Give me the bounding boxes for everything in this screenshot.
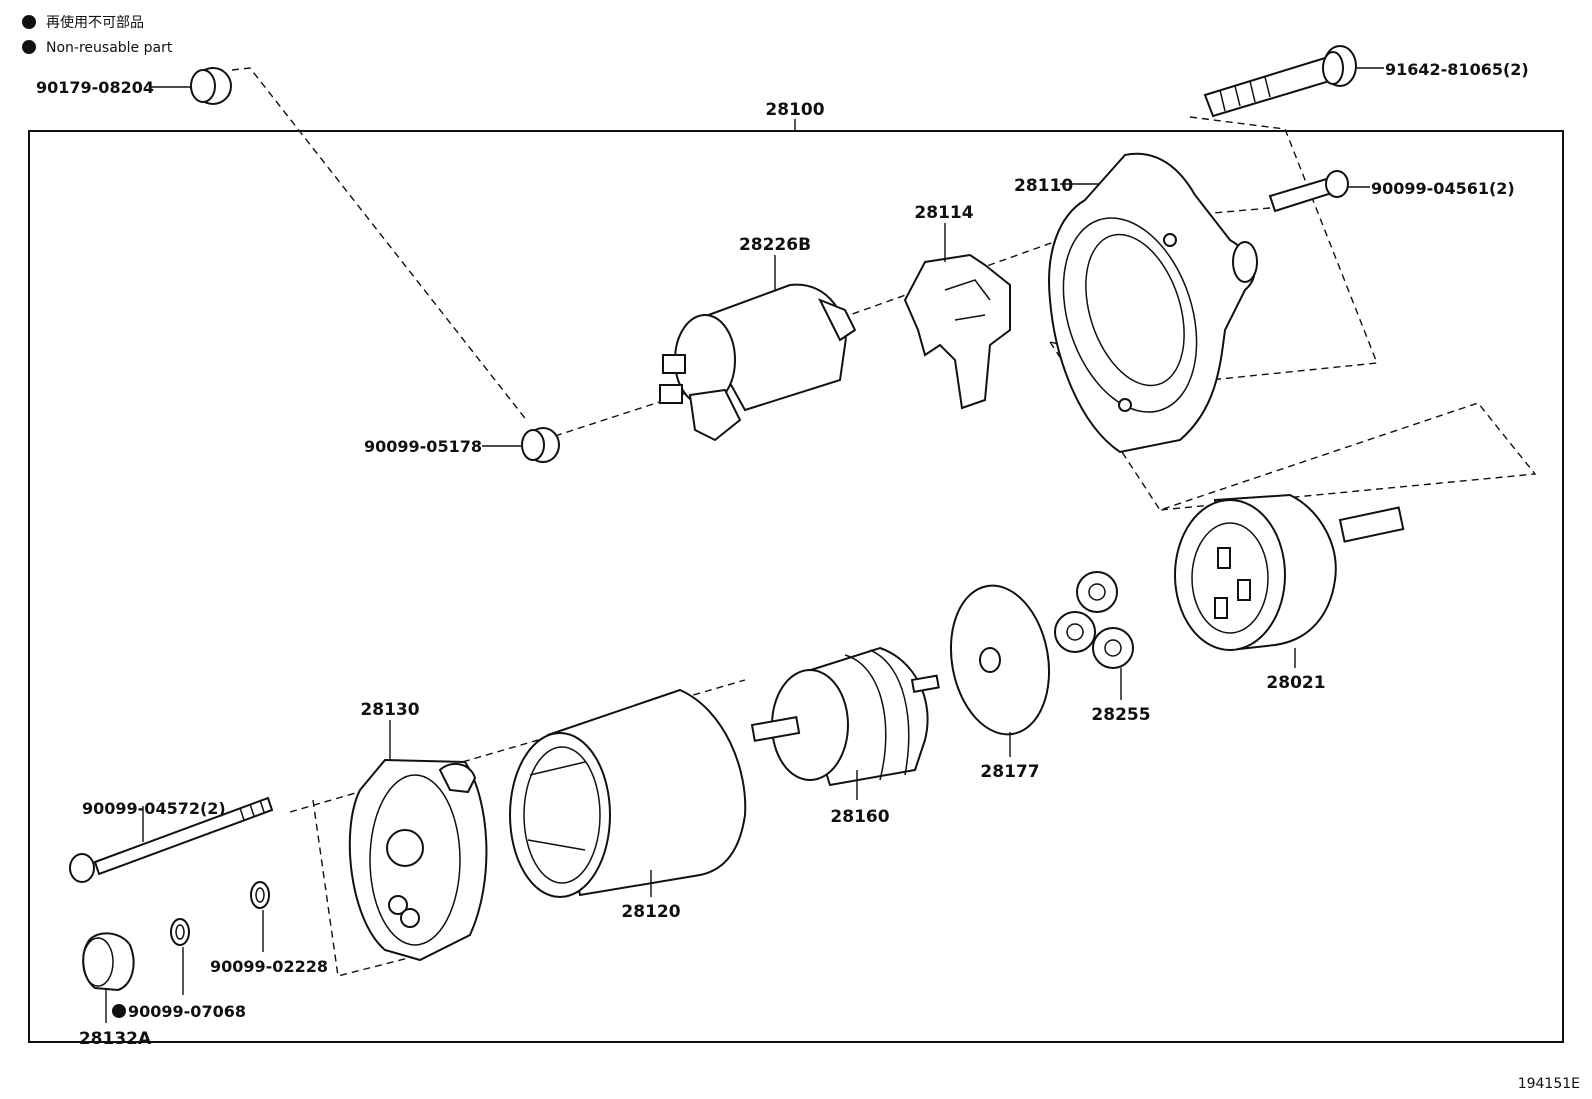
label-28130: 28130 — [360, 700, 419, 720]
plate-28177 — [949, 584, 1051, 736]
nut-90099-05178 — [521, 427, 560, 463]
legend-japanese: 再使用不可部品 — [46, 14, 144, 31]
bolt-90099-04561 — [1268, 170, 1349, 213]
legend-bullet-ja — [22, 15, 36, 29]
label-28132A: 28132A — [79, 1029, 152, 1049]
solenoid-28226B — [659, 283, 857, 442]
label-28160: 28160 — [830, 807, 889, 827]
label-90099-05178: 90099-05178 — [364, 437, 482, 456]
label-90099-02228: 90099-02228 — [210, 957, 328, 976]
label-28255: 28255 — [1091, 705, 1150, 725]
label-28226B: 28226B — [739, 235, 811, 255]
bolt-91642 — [1203, 45, 1357, 118]
label-90099-04561: 90099-04561(2) — [1371, 179, 1515, 198]
through-bolt-90099-04572 — [69, 796, 274, 883]
illustration-code: 194151E — [1518, 1076, 1580, 1092]
label-28021: 28021 — [1266, 673, 1325, 693]
label-90099-04572: 90099-04572(2) — [82, 799, 226, 818]
label-91642-81065: 91642-81065(2) — [1385, 60, 1529, 79]
legend: 再使用不可部品 Non-reusable part — [22, 14, 173, 56]
label-90179-08204: 90179-08204 — [36, 78, 154, 97]
lever-28114 — [903, 253, 1011, 410]
gears-28255 — [1054, 571, 1134, 669]
assembly-frame — [28, 130, 1564, 1043]
washer-90099-02228 — [250, 881, 270, 909]
legend-bullet-en — [22, 40, 36, 54]
oring-90099-07068 — [170, 918, 190, 946]
label-28110: 28110 — [1014, 176, 1073, 196]
label-28120: 28120 — [621, 902, 680, 922]
nut-90179 — [190, 67, 232, 105]
armature-28160 — [750, 646, 940, 787]
cap-28132A — [82, 932, 135, 992]
label-90099-07068: 90099-07068 — [128, 1002, 246, 1021]
legend-english: Non-reusable part — [46, 40, 173, 56]
housing-28110 — [1048, 152, 1258, 454]
yoke-28120 — [509, 688, 747, 898]
end-frame-28130 — [348, 758, 488, 962]
clutch-28021 — [1174, 493, 1405, 652]
assembly-number-label: 28100 — [765, 100, 824, 120]
label-28177: 28177 — [980, 762, 1039, 782]
non-reusable-bullet — [112, 1004, 126, 1018]
label-28114: 28114 — [914, 203, 973, 223]
